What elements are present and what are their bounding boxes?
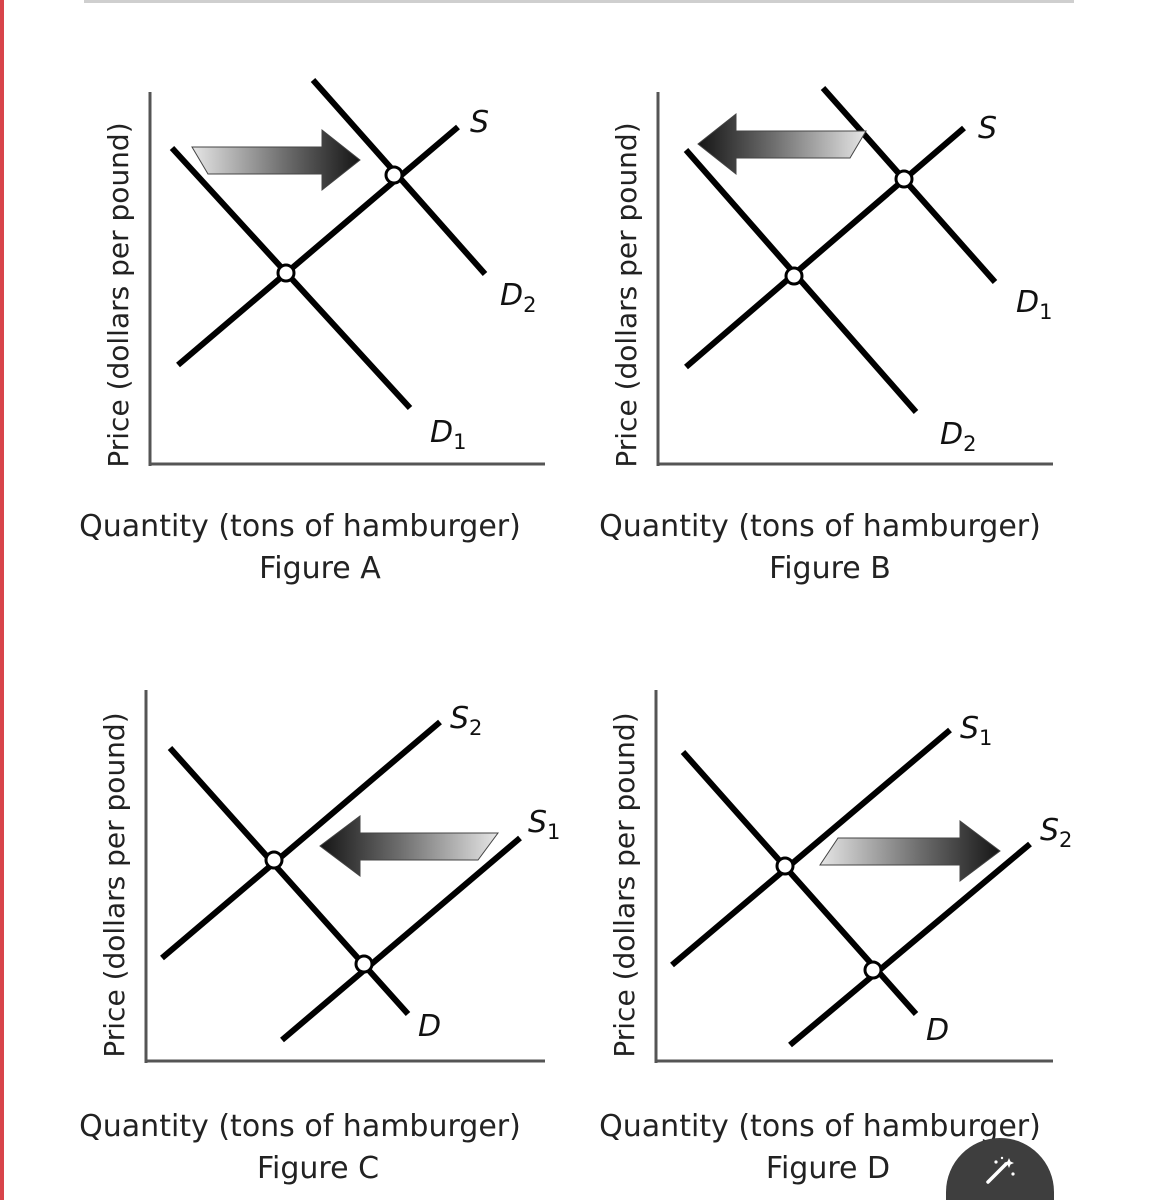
figure-c-label-d: D <box>418 1009 441 1044</box>
figure-c-label-s1: S1 <box>528 805 560 844</box>
figure-b-caption: Figure B <box>769 551 891 586</box>
figure-a-caption: Figure A <box>259 551 381 586</box>
figure-a-label-d2: D2 <box>500 278 536 317</box>
figure-d-label-d: D <box>926 1013 949 1048</box>
figure-d-supply-s2-curve <box>788 841 1032 1048</box>
figure-d-equilibrium-1 <box>775 856 795 876</box>
figure-d-supply-s1-curve <box>670 727 952 968</box>
figure-a-label-d1: D1 <box>430 415 466 454</box>
figure-d-shift-right-arrow <box>819 820 1001 882</box>
figure-b-shift-left-arrow <box>697 112 867 176</box>
figure-a-equilibrium-2 <box>384 165 404 185</box>
figure-c-caption: Figure C <box>257 1151 379 1186</box>
figure-b-label-d1: D1 <box>1016 285 1052 324</box>
figure-a-x-axis-title: Quantity (tons of hamburger) <box>79 509 521 544</box>
figure-c-equilibrium-1 <box>264 850 284 870</box>
figure-b: Price (dollars per pound) S D1 D2 Quanti… <box>599 86 1053 586</box>
figure-a-y-axis-title: Price (dollars per pound) <box>102 122 135 467</box>
figure-d-equilibrium-2 <box>863 960 883 980</box>
figure-d-label-s1: S1 <box>960 711 992 750</box>
figure-d-label-s2: S2 <box>1040 813 1072 852</box>
figure-a-label-s: S <box>470 105 489 140</box>
figure-a-equilibrium-1 <box>276 263 296 283</box>
figure-d: Price (dollars per pound) S1 S2 D Quanti… <box>599 690 1072 1186</box>
figure-c-equilibrium-2 <box>354 954 374 974</box>
figure-b-x-axis-title: Quantity (tons of hamburger) <box>599 509 1041 544</box>
figure-c-shift-left-arrow <box>319 815 499 877</box>
figure-d-caption: Figure D <box>766 1151 890 1186</box>
figure-a-supply-curve <box>176 124 460 368</box>
figure-d-y-axis-title: Price (dollars per pound) <box>608 712 641 1057</box>
figure-b-label-s: S <box>978 111 997 146</box>
figure-c-supply-s2-curve <box>160 719 442 961</box>
page-left-edge <box>0 0 4 1200</box>
figure-c-demand-curve <box>167 745 411 1017</box>
figure-c-y-axis-title: Price (dollars per pound) <box>98 712 131 1057</box>
figure-b-label-d2: D2 <box>940 417 976 456</box>
magic-wand-icon <box>986 1156 1015 1184</box>
figure-b-equilibrium-1 <box>784 266 804 286</box>
top-divider <box>84 0 1074 3</box>
figure-c: Price (dollars per pound) S2 S1 D Quanti… <box>79 690 560 1186</box>
figure-a: Price (dollars per pound) S D2 D1 Quanti… <box>79 78 545 586</box>
figure-a-shift-right-arrow <box>191 128 361 192</box>
figure-b-equilibrium-2 <box>894 169 914 189</box>
figure-c-supply-s1-curve <box>280 835 522 1043</box>
figure-c-x-axis-title: Quantity (tons of hamburger) <box>79 1109 521 1144</box>
figure-b-y-axis-title: Price (dollars per pound) <box>610 122 643 467</box>
figure-d-x-axis-title: Quantity (tons of hamburger) <box>599 1109 1041 1144</box>
figure-c-label-s2: S2 <box>450 701 482 740</box>
figure-b-supply-curve <box>684 125 966 370</box>
